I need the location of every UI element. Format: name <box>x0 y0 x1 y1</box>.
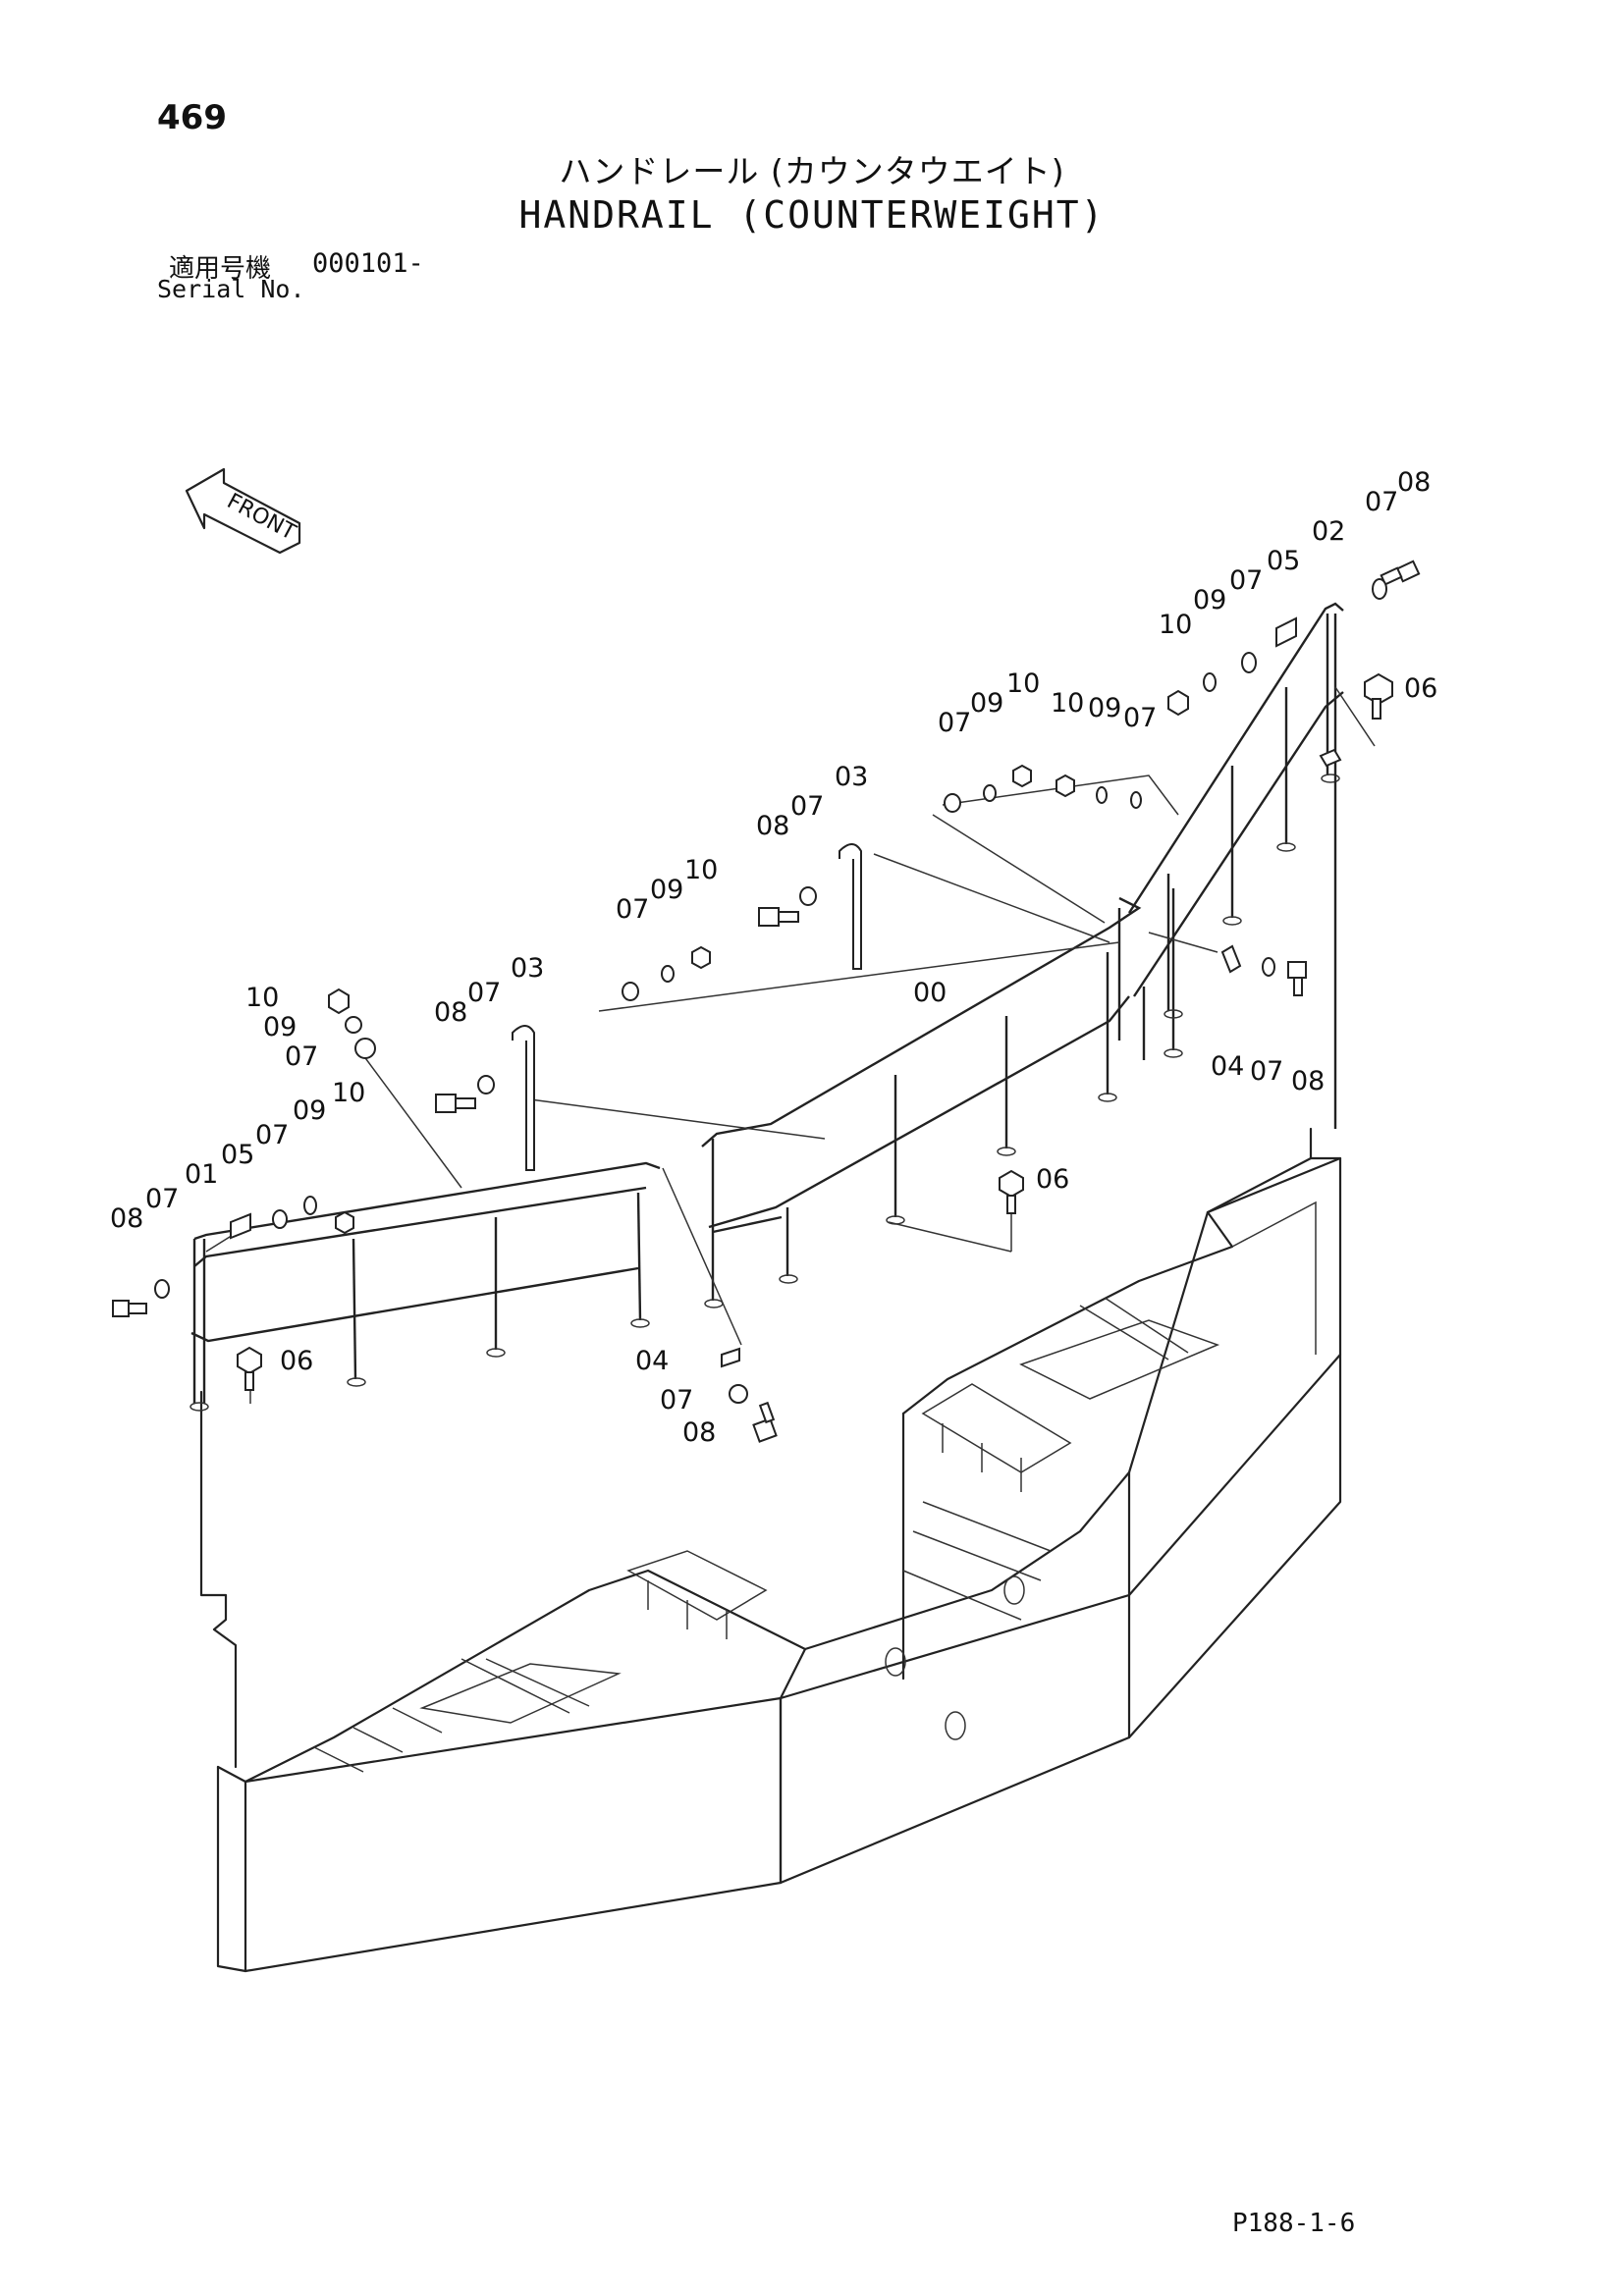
clip-icon <box>512 1025 535 1171</box>
bolt-icon <box>1287 961 1307 996</box>
callout-label: 07 <box>660 1385 693 1415</box>
callout-label: 09 <box>1088 693 1121 723</box>
handrail-02-right <box>1127 602 1344 1060</box>
washer-icon <box>1262 957 1275 977</box>
washer-icon <box>477 1075 495 1095</box>
callout-label: 05 <box>1267 546 1300 576</box>
bolt-icon <box>237 1346 262 1391</box>
callout-label: 10 <box>245 983 279 1013</box>
bolt-icon <box>752 1401 778 1443</box>
clip-icon <box>839 843 862 970</box>
callout-label: 07 <box>467 978 501 1008</box>
page-reference: P188-1-6 <box>1232 2209 1356 2238</box>
serial-label-english: Serial No. <box>157 275 305 303</box>
bolt-icon <box>435 1094 476 1113</box>
clip-icon <box>721 1347 740 1368</box>
callout-label: 10 <box>1051 688 1084 719</box>
callout-label: 07 <box>790 791 824 822</box>
bolt-icon <box>758 907 799 927</box>
clip-icon <box>230 1212 251 1240</box>
callout-label: 07 <box>1123 703 1157 733</box>
lock-washer-icon <box>1203 672 1217 692</box>
callout-label: 08 <box>1397 467 1431 498</box>
handrail-00-center <box>701 896 1142 1308</box>
callout-label: 07 <box>145 1184 179 1214</box>
callout-label: 07 <box>1229 565 1263 596</box>
nut-icon <box>328 988 350 1015</box>
front-arrow-icon: FRONT <box>185 467 301 555</box>
clip-icon <box>1275 616 1297 648</box>
callout-label: 09 <box>293 1095 326 1126</box>
callout-label: 07 <box>616 894 649 925</box>
lock-washer-icon <box>345 1016 362 1034</box>
callout-label: 10 <box>1006 668 1040 699</box>
page-number: 469 <box>157 98 227 137</box>
callout-label: 00 <box>913 978 947 1008</box>
bolt-icon <box>112 1300 147 1317</box>
callout-label: 08 <box>110 1203 143 1234</box>
counterweight-body <box>199 1127 1342 1973</box>
clip-icon <box>1220 944 1242 974</box>
callout-labels: 08 07 02 05 07 09 10 06 07 09 10 10 09 0… <box>110 467 1437 1448</box>
washer-icon <box>1130 791 1142 809</box>
nut-icon <box>1056 774 1075 798</box>
lock-washer-icon <box>1096 786 1108 804</box>
washer-icon <box>354 1038 376 1059</box>
title-japanese: ハンドレール (カウンタウエイト) <box>559 152 1065 190</box>
clip-icon <box>1319 748 1342 768</box>
callout-label: 07 <box>1250 1056 1283 1087</box>
callout-label: 10 <box>332 1078 365 1108</box>
callout-label: 08 <box>1291 1066 1325 1096</box>
washer-icon <box>272 1209 288 1229</box>
nut-icon <box>1167 689 1189 717</box>
callout-label: 03 <box>511 953 544 984</box>
callout-label: 01 <box>185 1159 218 1190</box>
callout-label: 04 <box>635 1346 669 1376</box>
callout-label: 07 <box>938 708 971 738</box>
callout-label: 06 <box>1036 1164 1069 1195</box>
callout-label: 08 <box>682 1417 716 1448</box>
nut-icon <box>691 945 711 970</box>
serial-label-japanese: 適用号機 <box>169 254 272 284</box>
callout-label: 02 <box>1312 516 1345 547</box>
washer-icon <box>154 1279 170 1299</box>
washer-icon <box>799 886 817 906</box>
washer-icon <box>622 982 639 1001</box>
callout-label: 08 <box>756 811 789 841</box>
washer-icon <box>1241 652 1257 673</box>
callout-label: 09 <box>1193 585 1226 615</box>
callout-label: 07 <box>285 1041 318 1072</box>
callout-label: 04 <box>1211 1051 1244 1082</box>
bolt-icon <box>999 1169 1024 1214</box>
lock-washer-icon <box>983 784 997 802</box>
washer-icon <box>1372 578 1387 600</box>
bolt-icon <box>1380 560 1421 586</box>
callout-label: 09 <box>263 1012 297 1042</box>
nut-icon <box>335 1210 354 1235</box>
callout-label: 10 <box>684 855 718 885</box>
fastener-parts <box>112 560 1421 1443</box>
callout-label: 08 <box>434 997 467 1028</box>
washer-icon <box>944 793 961 813</box>
callout-label: 06 <box>1404 673 1437 704</box>
bolt-icon <box>1364 672 1393 720</box>
callout-label: 09 <box>970 688 1003 719</box>
handrail-01-left <box>189 1161 661 1412</box>
callout-label: 05 <box>221 1140 254 1170</box>
callout-label: 09 <box>650 875 683 905</box>
nut-icon <box>1012 764 1032 788</box>
callout-label: 03 <box>835 762 868 792</box>
washer-icon <box>729 1384 748 1404</box>
callout-label: 07 <box>1365 487 1398 517</box>
front-label: FRONT <box>223 489 300 546</box>
callout-label: 06 <box>280 1346 313 1376</box>
title-english: HANDRAIL (COUNTERWEIGHT) <box>518 193 1106 237</box>
serial-number: 000101- <box>312 248 424 279</box>
lock-washer-icon <box>661 965 675 983</box>
callout-label: 10 <box>1159 610 1192 640</box>
lock-washer-icon <box>303 1196 317 1215</box>
callout-label: 07 <box>255 1120 289 1150</box>
